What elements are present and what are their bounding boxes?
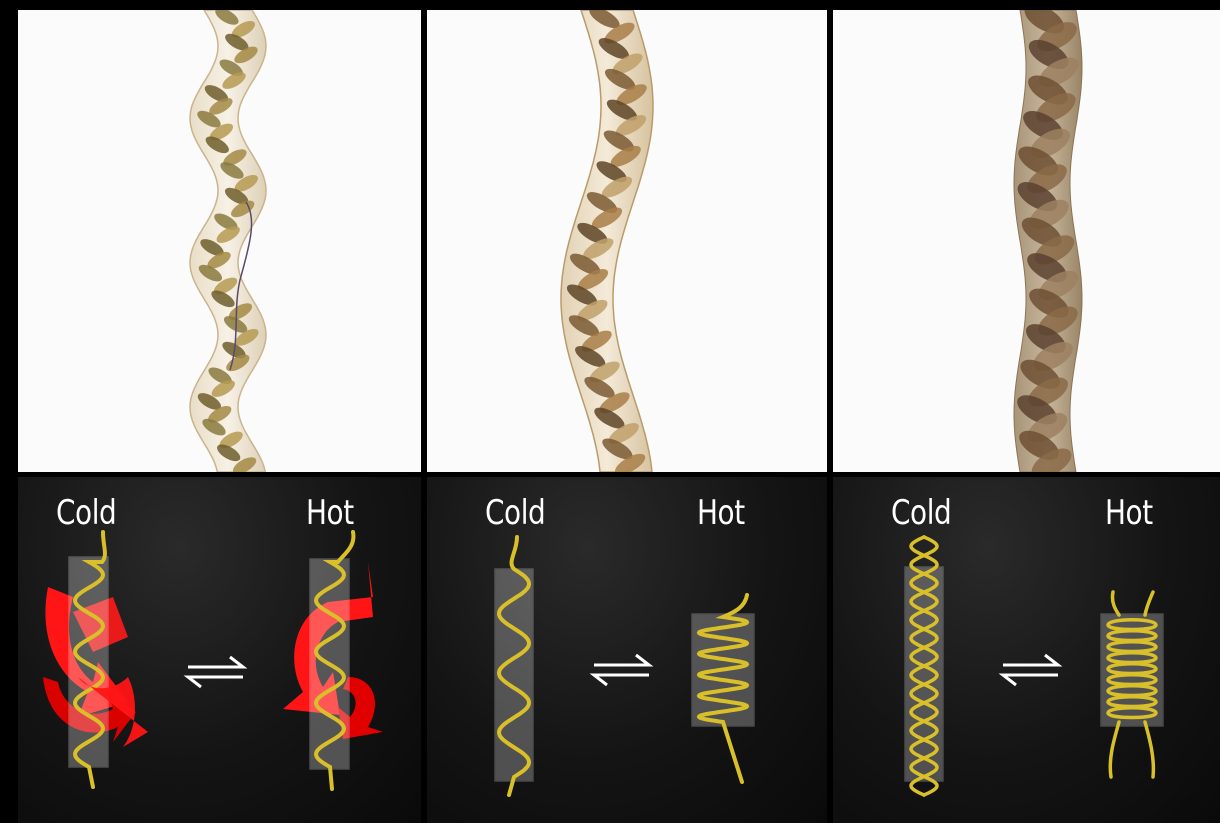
- equilibrium-arrows-icon: [1003, 655, 1058, 685]
- photo-panel-3: [833, 10, 1220, 472]
- schematic-panel-2: Cold Hot: [427, 477, 827, 823]
- schematic-panel-1: Cold Hot: [18, 477, 421, 823]
- hot-braided-fiber: [1101, 592, 1163, 777]
- hot-twisted-fiber: [283, 532, 383, 789]
- photo-panel-2: [427, 10, 827, 472]
- braided-fiber-photo: [833, 10, 1220, 472]
- equilibrium-arrows-icon: [594, 655, 649, 685]
- twisted-fiber-photo: [18, 10, 421, 472]
- cold-twisted-fiber: [43, 532, 148, 787]
- schematic-panel-3: Cold Hot: [833, 477, 1220, 823]
- coiled-fiber-photo: [427, 10, 827, 472]
- cold-braided-fiber: [905, 537, 943, 795]
- photo-panel-1: [18, 10, 421, 472]
- equilibrium-arrows-icon: [188, 657, 243, 687]
- hot-coiled-fiber: [692, 595, 754, 782]
- cold-coiled-fiber: [495, 537, 533, 795]
